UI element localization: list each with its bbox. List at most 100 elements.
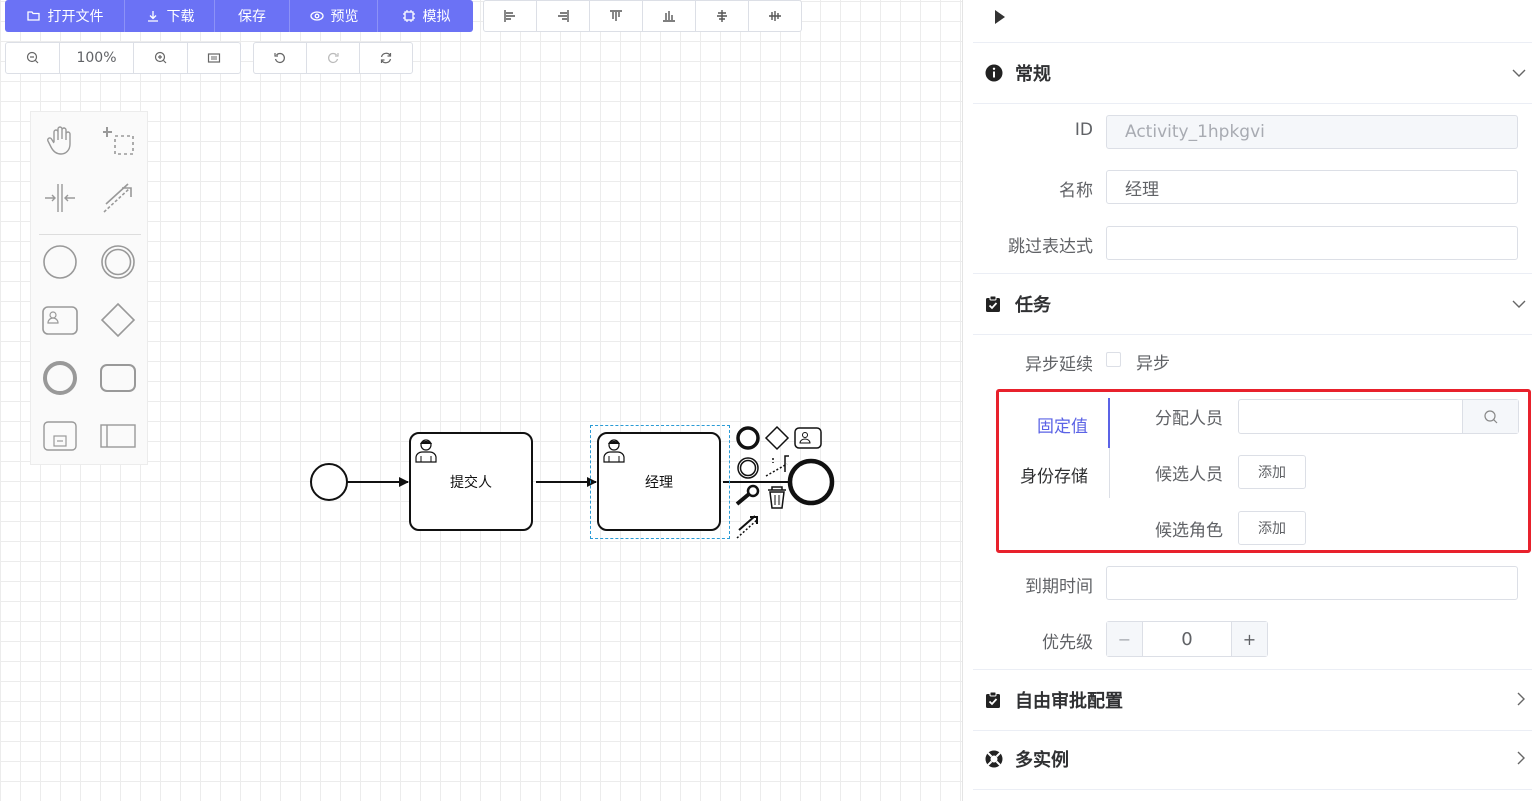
pool-icon xyxy=(100,424,136,448)
name-label: 名称 xyxy=(1059,181,1093,201)
info-icon xyxy=(985,64,1003,82)
id-label: ID xyxy=(1074,120,1093,140)
bpmn-canvas[interactable]: 打开文件 下载 保存 预览 模拟 xyxy=(0,0,962,801)
create-intermediate-event[interactable] xyxy=(98,242,138,282)
async-label: 异步延续 xyxy=(1025,355,1093,375)
assignee-value xyxy=(1239,400,1462,433)
append-intermediate-event[interactable] xyxy=(737,457,759,479)
task-manager[interactable]: 经理 xyxy=(597,432,721,531)
task-icon xyxy=(100,364,136,392)
fit-view-icon xyxy=(207,53,221,63)
start-event[interactable] xyxy=(310,463,348,501)
task-submitter[interactable]: 提交人 xyxy=(409,432,533,531)
align-top-button[interactable] xyxy=(589,0,643,32)
align-center-button[interactable] xyxy=(695,0,749,32)
assignment-highlight-box xyxy=(996,389,1531,553)
add-candidate-groups-button[interactable]: 添加 xyxy=(1238,511,1306,545)
create-task[interactable] xyxy=(98,358,138,398)
zoom-level-label: 100% xyxy=(76,50,117,66)
open-file-button[interactable]: 打开文件 xyxy=(5,0,125,32)
connect-icon xyxy=(103,183,132,213)
context-pad xyxy=(735,425,822,539)
redo-button[interactable] xyxy=(306,42,360,74)
priority-increment-button[interactable]: + xyxy=(1231,622,1267,656)
download-label: 下载 xyxy=(166,9,195,25)
save-button[interactable]: 保存 xyxy=(215,0,290,32)
fit-view-button[interactable] xyxy=(187,42,241,74)
zoom-level[interactable]: 100% xyxy=(59,42,134,74)
async-checkbox-label[interactable]: 异步 xyxy=(1136,354,1170,374)
hand-tool[interactable] xyxy=(40,120,80,160)
align-left-button[interactable] xyxy=(483,0,537,32)
lasso-icon xyxy=(103,127,134,155)
priority-value[interactable]: 0 xyxy=(1181,628,1193,650)
candidate-groups-label: 候选角色 xyxy=(1155,521,1223,541)
preview-button[interactable]: 预览 xyxy=(290,0,378,32)
align-middle-button[interactable] xyxy=(748,0,802,32)
create-subprocess[interactable] xyxy=(40,416,80,456)
id-value: Activity_1hpkgvi xyxy=(1125,122,1265,142)
skip-expression-field[interactable] xyxy=(1106,226,1518,260)
undo-button[interactable] xyxy=(253,42,307,74)
zoom-out-button[interactable] xyxy=(5,42,60,74)
download-button[interactable]: 下载 xyxy=(125,0,215,32)
append-end-event[interactable] xyxy=(736,426,760,450)
create-pool[interactable] xyxy=(98,416,138,456)
connect-arrow-icon[interactable] xyxy=(736,515,758,539)
properties-panel: 常规 ID Activity_1hpkgvi 名称 经理 跳过表达式 任务 异步… xyxy=(962,0,1532,801)
simulate-button[interactable]: 模拟 xyxy=(378,0,473,32)
file-toolbar: 打开文件 下载 保存 预览 模拟 xyxy=(5,0,473,32)
priority-decrement-button[interactable]: − xyxy=(1107,622,1143,656)
align-right-button[interactable] xyxy=(536,0,590,32)
play-triangle-icon xyxy=(995,10,1005,24)
priority-stepper[interactable]: − 0 + xyxy=(1106,621,1268,657)
refresh-icon xyxy=(380,52,392,64)
download-icon xyxy=(147,11,158,22)
section-free-approval-header[interactable]: 自由审批配置 xyxy=(973,669,1532,731)
append-text-annotation[interactable] xyxy=(765,455,789,477)
section-multi-instance-header[interactable]: 多实例 xyxy=(973,729,1532,790)
end-event-icon xyxy=(43,361,77,395)
id-field: Activity_1hpkgvi xyxy=(1106,115,1518,149)
tab-fixed-value[interactable]: 固定值 xyxy=(1037,417,1088,437)
async-checkbox[interactable] xyxy=(1106,352,1121,367)
tab-identity-store[interactable]: 身份存储 xyxy=(1020,467,1088,487)
global-connect-tool[interactable] xyxy=(98,178,138,218)
zoom-toolbar: 100% xyxy=(5,42,241,74)
section-multi-instance-title: 多实例 xyxy=(1015,750,1069,771)
create-start-event[interactable] xyxy=(40,242,80,282)
lasso-tool[interactable] xyxy=(98,120,138,160)
create-user-task[interactable] xyxy=(40,300,80,340)
align-middle-icon xyxy=(769,11,781,21)
chevron-down-icon xyxy=(1512,69,1526,77)
align-bottom-button[interactable] xyxy=(642,0,696,32)
append-gateway[interactable] xyxy=(764,425,790,451)
folder-icon xyxy=(26,11,40,21)
zoom-in-icon xyxy=(154,51,166,64)
section-general-header[interactable]: 常规 xyxy=(973,43,1532,104)
section-task-header[interactable]: 任务 xyxy=(973,273,1532,335)
sequence-flows xyxy=(310,458,835,506)
delete-trash-icon[interactable] xyxy=(768,486,786,509)
space-tool[interactable] xyxy=(40,178,80,218)
chevron-right-icon xyxy=(1517,751,1525,765)
gateway-icon xyxy=(100,302,136,338)
hand-icon xyxy=(47,126,71,155)
assignee-field[interactable] xyxy=(1238,399,1519,434)
change-type-wrench-icon[interactable] xyxy=(735,484,760,506)
create-end-event[interactable] xyxy=(40,358,80,398)
create-gateway[interactable] xyxy=(98,300,138,340)
end-event[interactable] xyxy=(787,458,835,506)
user-icon xyxy=(415,439,437,463)
skip-expression-label: 跳过表达式 xyxy=(1008,237,1093,257)
due-date-field[interactable] xyxy=(1106,566,1518,600)
append-user-task[interactable] xyxy=(794,427,822,449)
zoom-in-button[interactable] xyxy=(133,42,188,74)
name-field[interactable]: 经理 xyxy=(1106,170,1518,204)
add-candidate-users-button[interactable]: 添加 xyxy=(1238,455,1306,489)
collapse-panel-toggle[interactable] xyxy=(993,8,1007,30)
reset-button[interactable] xyxy=(359,42,413,74)
assignee-search-button[interactable] xyxy=(1462,400,1518,433)
history-toolbar xyxy=(253,42,413,74)
chevron-right-icon xyxy=(1517,692,1525,706)
